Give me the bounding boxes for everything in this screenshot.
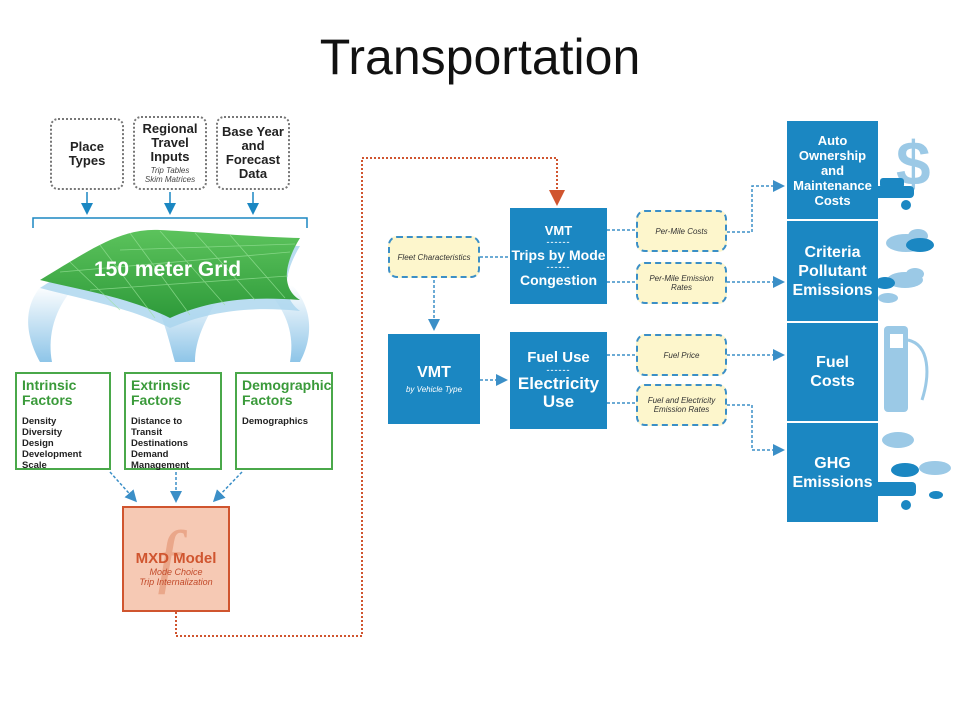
input-base-year: Base Year and Forecast Data xyxy=(216,116,290,190)
output-ghg-emissions: GHG Emissions xyxy=(787,423,878,522)
per-mile-emission-rates-box: Per-Mile Emission Rates xyxy=(636,262,727,304)
factor-intrinsic: Intrinsic Factors Density Diversity Desi… xyxy=(15,372,111,471)
factor-item: Diversity xyxy=(22,427,63,438)
mxd-sub: Mode Choice xyxy=(149,567,203,577)
vmt-modes-line: Congestion xyxy=(520,272,597,288)
factor-item: Demand xyxy=(131,449,169,460)
vmt-vehicle-type-box: VMT by Vehicle Type xyxy=(388,334,480,424)
mxd-title: MXD Model xyxy=(135,550,217,567)
input-regional-travel: Regional Travel Inputs Trip Tables Skim … xyxy=(133,116,207,190)
factor-item: Demographics xyxy=(242,416,308,427)
separator: ------ xyxy=(546,262,571,272)
factor-title: Intrinsic Factors xyxy=(22,377,77,408)
mxd-model-box: ƒ MXD Model Mode Choice Trip Internaliza… xyxy=(122,506,230,612)
output-label: GHG Emissions xyxy=(792,454,873,491)
grid-label: 150 meter Grid xyxy=(94,258,242,281)
input-label: Base Year and Forecast Data xyxy=(222,124,284,181)
outputs-column: Auto Ownership and Maintenance Costs Cri… xyxy=(787,121,878,522)
factor-demographic: Demographic Factors Demographics xyxy=(235,372,333,470)
fuel-price-box: Fuel Price xyxy=(636,334,727,376)
vmt-modes-line: Trips by Mode xyxy=(511,247,606,263)
input-sub: Skim Matrices xyxy=(144,175,196,184)
vmt-sub: by Vehicle Type xyxy=(405,385,463,394)
input-label: Place Types xyxy=(68,139,106,168)
output-criteria-pollutant: Criteria Pollutant Emissions xyxy=(787,221,878,323)
output-auto-ownership: Auto Ownership and Maintenance Costs xyxy=(787,121,878,221)
factor-item: Density xyxy=(22,416,57,427)
factor-item: Destinations xyxy=(131,438,189,449)
output-label: Criteria Pollutant Emissions xyxy=(792,243,873,299)
factor-item: Distance to Transit xyxy=(131,416,183,438)
fuel-line: Electricity Use xyxy=(517,374,600,411)
vmt-modes-box: VMT ------ Trips by Mode ------ Congesti… xyxy=(510,208,607,304)
output-label: Fuel Costs xyxy=(810,354,855,390)
separator: ------ xyxy=(546,365,571,375)
input-sub: Trip Tables xyxy=(150,166,190,175)
function-icon: ƒ xyxy=(150,513,190,601)
factor-extrinsic: Extrinsic Factors Distance to Transit De… xyxy=(124,372,222,471)
factor-item: Development Scale xyxy=(22,449,82,471)
factor-item: Management xyxy=(131,460,190,471)
input-place-types: Place Types xyxy=(50,118,124,190)
fleet-characteristics-box: Fleet Characteristics xyxy=(388,236,480,278)
fuel-line: Fuel Use xyxy=(527,349,590,366)
mxd-sub: Trip Internalization xyxy=(139,577,213,587)
input-label: Regional Travel Inputs xyxy=(142,121,198,164)
vmt-title: VMT xyxy=(417,364,451,381)
per-mile-costs-box: Per-Mile Costs xyxy=(636,210,727,252)
separator: ------ xyxy=(546,237,571,247)
output-label: Auto Ownership and Maintenance Costs xyxy=(793,132,872,208)
page-title: Transportation xyxy=(319,29,641,85)
fuel-electricity-emission-rates-box: Fuel and Electricity Emission Rates xyxy=(636,384,727,426)
vmt-modes-line: VMT xyxy=(544,223,573,238)
output-fuel-costs: Fuel Costs xyxy=(787,323,878,423)
factor-title: Demographic Factors xyxy=(242,377,332,408)
factor-item: Design xyxy=(22,438,54,449)
factor-title: Extrinsic Factors xyxy=(131,377,191,408)
fuel-use-box: Fuel Use ------ Electricity Use xyxy=(510,332,607,429)
